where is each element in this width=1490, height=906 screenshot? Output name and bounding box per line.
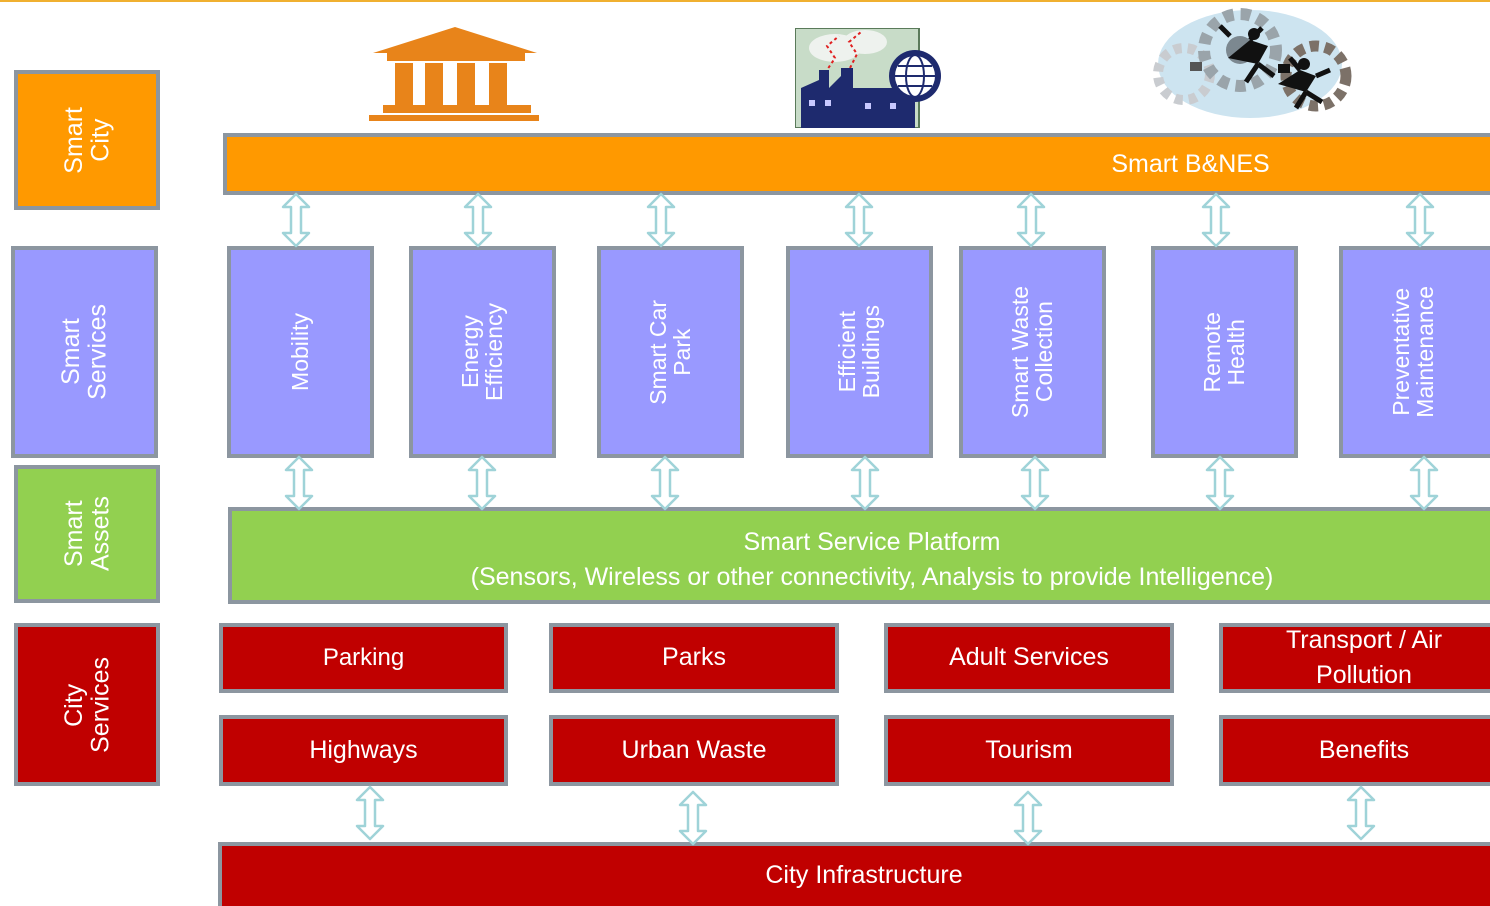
service-remote-health: Remote Health xyxy=(1151,246,1298,458)
layer-city-services: City Services xyxy=(14,623,160,786)
smart-bnes-bar: Smart B&NES xyxy=(223,133,1490,195)
government-building-icon xyxy=(369,27,539,121)
arrow-icon xyxy=(646,192,676,248)
arrow-icon xyxy=(1409,455,1439,511)
service-energy-efficiency: Energy Efficiency xyxy=(409,246,556,458)
platform-text: Smart Service Platform (Sensors, Wireles… xyxy=(232,525,1490,595)
city-service-label: Highways xyxy=(309,735,418,764)
city-service-parking: Parking xyxy=(219,623,508,693)
city-service-highways: Highways xyxy=(219,715,508,786)
arrow-icon xyxy=(467,455,497,511)
platform-subtitle: (Sensors, Wireless or other connectivity… xyxy=(470,563,1274,591)
smart-service-platform: Smart Service Platform (Sensors, Wireles… xyxy=(228,507,1490,604)
city-service-label: Transport / Air Pollution xyxy=(1285,626,1443,689)
layer-smart-assets: Smart Assets xyxy=(14,465,160,603)
city-service-label: Urban Waste xyxy=(621,735,767,764)
arrow-icon xyxy=(850,455,880,511)
city-service-label: Parks xyxy=(662,643,726,672)
service-smart-car-park: Smart Car Park xyxy=(597,246,744,458)
top-accent-line xyxy=(0,0,1490,2)
city-service-label: Benefits xyxy=(1318,735,1410,764)
service-smart-waste-collection: Smart Waste Collection xyxy=(959,246,1106,458)
city-service-label: Parking xyxy=(322,644,405,671)
factory-globe-icon xyxy=(795,28,941,128)
arrow-icon xyxy=(1205,455,1235,511)
city-infrastructure-bar: City Infrastructure xyxy=(218,842,1490,906)
arrow-icon xyxy=(844,192,874,248)
arrow-icon xyxy=(1013,790,1043,846)
city-service-adult-services: Adult Services xyxy=(884,623,1174,693)
smart-bnes-label: Smart B&NES xyxy=(1111,149,1270,178)
city-service-benefits: Benefits xyxy=(1219,715,1490,786)
arrow-icon xyxy=(355,785,385,841)
service-efficient-buildings: Efficient Buildings xyxy=(786,246,933,458)
arrow-icon xyxy=(1346,785,1376,841)
arrow-icon xyxy=(463,192,493,248)
arrow-icon xyxy=(1016,192,1046,248)
arrow-icon xyxy=(1405,192,1435,248)
city-infrastructure-label: City Infrastructure xyxy=(765,860,963,889)
arrow-icon xyxy=(650,455,680,511)
platform-title: Smart Service Platform xyxy=(743,528,1001,556)
city-service-tourism: Tourism xyxy=(884,715,1174,786)
city-service-urban-waste: Urban Waste xyxy=(549,715,839,786)
layer-smart-services: Smart Services xyxy=(11,246,158,458)
arrow-icon xyxy=(1020,455,1050,511)
city-service-label: Adult Services xyxy=(949,643,1109,672)
arrow-icon xyxy=(678,790,708,846)
arrow-icon xyxy=(284,455,314,511)
city-service-transport-air-pollution: Transport / Air Pollution xyxy=(1219,623,1490,693)
city-service-label: Tourism xyxy=(985,735,1073,764)
arrow-icon xyxy=(1201,192,1231,248)
service-mobility: Mobility xyxy=(227,246,374,458)
city-service-parks: Parks xyxy=(549,623,839,693)
business-gears-icon xyxy=(1153,8,1352,118)
layer-smart-city: Smart City xyxy=(14,70,160,210)
arrow-icon xyxy=(281,192,311,248)
service-preventative-maintenance: Preventative Maintenance xyxy=(1339,246,1490,458)
